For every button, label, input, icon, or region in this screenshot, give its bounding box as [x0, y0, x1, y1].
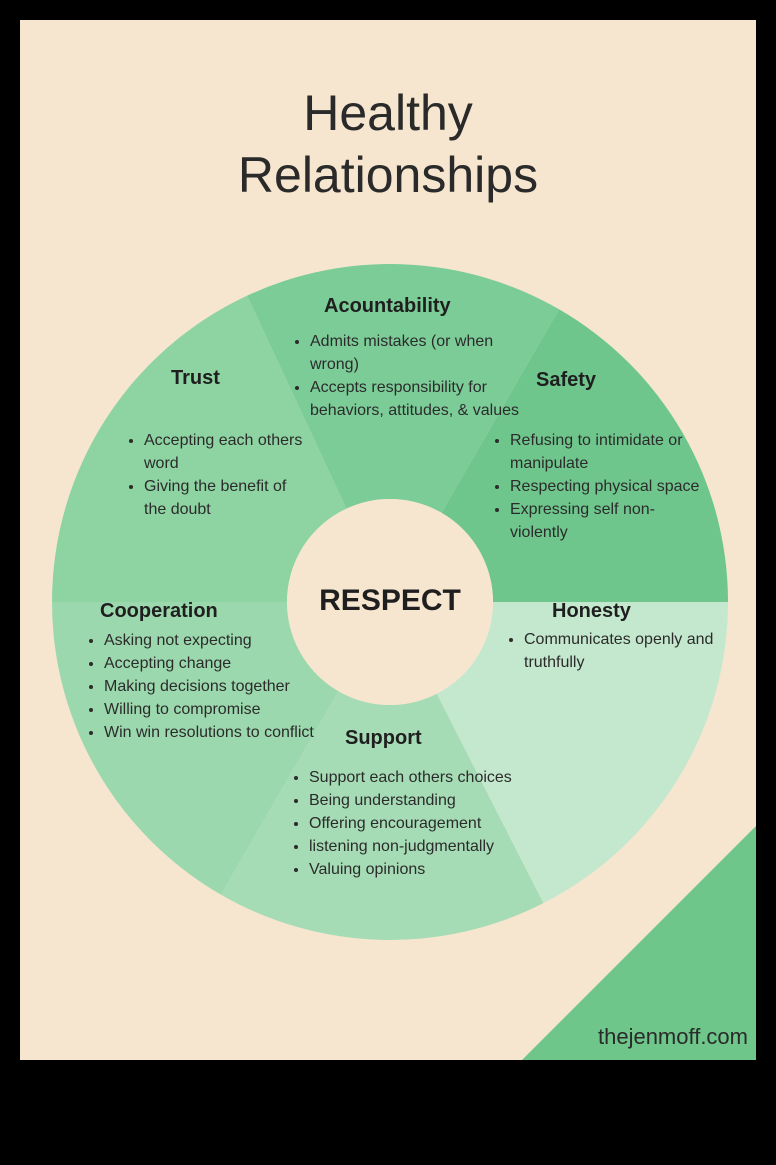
list-item: Willing to compromise: [104, 698, 334, 721]
list-item: Valuing opinions: [309, 858, 544, 881]
website-label: thejenmoff.com: [597, 1024, 748, 1049]
list-item: listening non-judgmentally: [309, 835, 544, 858]
list-item: Offering encouragement: [309, 812, 544, 835]
center-circle: [287, 499, 493, 705]
safety-list: Refusing to intimidate or manipulate Res…: [492, 429, 710, 544]
support-list: Support each others choices Being unders…: [291, 766, 544, 881]
segment-support: [221, 691, 544, 940]
title-line-2: Relationships: [237, 147, 539, 203]
segment-accountability: [247, 264, 559, 513]
accountability-list: Admits mistakes (or when wrong) Accepts …: [292, 330, 530, 422]
accountability-title: Acountability: [324, 295, 451, 317]
segment-honesty: [436, 602, 728, 904]
poster: Healthy Relationships RESPECT Acountabil…: [20, 20, 756, 1060]
relationship-wheel: [52, 264, 728, 940]
list-item: Support each others choices: [309, 766, 544, 789]
trust-list: Accepting each others word Giving the be…: [126, 429, 304, 521]
cooperation-list: Asking not expecting Accepting change Ma…: [86, 629, 334, 744]
list-item: Giving the benefit of the doubt: [144, 475, 304, 521]
segment-safety: [441, 309, 728, 602]
list-item: Asking not expecting: [104, 629, 334, 652]
list-item: Refusing to intimidate or manipulate: [510, 429, 710, 475]
cooperation-title: Cooperation: [100, 600, 218, 622]
safety-title: Safety: [536, 369, 597, 391]
list-item: Making decisions together: [104, 675, 334, 698]
list-item: Respecting physical space: [510, 475, 710, 498]
segment-cooperation: [52, 602, 339, 895]
honesty-list: Communicates openly and truthfully: [506, 628, 724, 674]
list-item: Expressing self non-violently: [510, 498, 710, 544]
center-label: RESPECT: [319, 584, 461, 617]
support-title: Support: [345, 727, 422, 749]
list-item: Communicates openly and truthfully: [524, 628, 724, 674]
honesty-title: Honesty: [552, 600, 631, 622]
list-item: Being understanding: [309, 789, 544, 812]
list-item: Accepting change: [104, 652, 334, 675]
list-item: Admits mistakes (or when wrong): [310, 330, 530, 376]
title-line-1: Healthy: [303, 85, 473, 141]
segment-trust: [52, 295, 347, 602]
trust-title: Trust: [171, 367, 220, 389]
page-title: Healthy Relationships: [20, 82, 756, 206]
list-item: Win win resolutions to conflict: [104, 721, 334, 744]
list-item: Accepts responsibility for behaviors, at…: [310, 376, 530, 422]
list-item: Accepting each others word: [144, 429, 304, 475]
